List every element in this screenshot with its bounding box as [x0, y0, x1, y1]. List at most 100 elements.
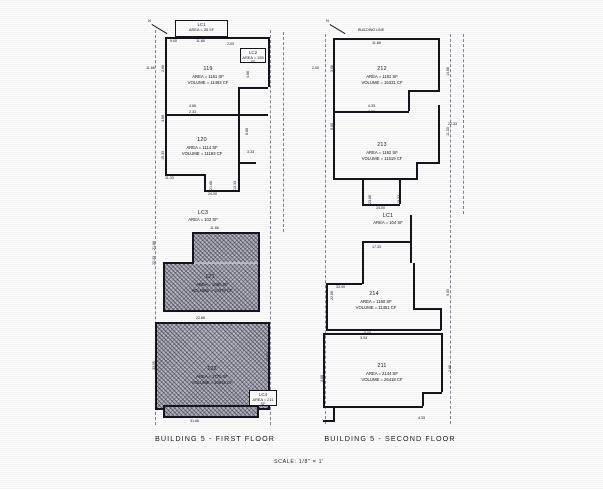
wall-119-right-lower: [238, 87, 240, 114]
north-leader-first: [151, 24, 168, 35]
closet-number: LC1: [197, 22, 206, 27]
dim-second-14: 22.66: [330, 290, 334, 300]
room-number-119: 119: [203, 66, 213, 72]
wall-119-left: [165, 37, 167, 114]
room-121-shape-main: [163, 262, 260, 312]
dim-second-10: 23.66: [368, 194, 372, 204]
wall-120-right: [238, 114, 240, 162]
wall-119-step: [238, 87, 268, 89]
wall-119-top: [165, 37, 270, 39]
closet-lc4-first: LC4 AREA = 211 SF: [249, 390, 277, 406]
dim-second-9: 22.33: [448, 122, 458, 126]
room-volume-213: VOLUME = 11519 CF: [361, 156, 403, 161]
closet-number: LC1: [382, 213, 394, 219]
wall-120-bottom: [165, 174, 205, 176]
dim-second-21: 4.33: [418, 416, 425, 420]
first-floor-title: BUILDING 5 - FIRST FLOOR: [154, 434, 276, 443]
dim-second-20: 2.66: [448, 365, 452, 372]
room-number-121: 121: [205, 274, 215, 280]
dim-second-12: 24.00: [376, 206, 386, 210]
wall-214-top: [326, 283, 362, 285]
wall-120-bottom-step: [204, 190, 240, 192]
room-121-shape-upper: [192, 232, 260, 264]
closet-area: AREA = 35 SF: [188, 26, 215, 32]
room-number-213: 213: [377, 142, 387, 148]
dim-first-9: 4.66: [189, 104, 196, 108]
building-line-note: BUILDING LINE: [358, 28, 385, 32]
wall-119-bottom: [165, 114, 268, 116]
dim-first-1: 9.00: [170, 39, 177, 43]
grid-line-right-2: [450, 34, 451, 424]
dim-first-20: 22.66: [196, 316, 206, 320]
dim-first-22: 6.00: [266, 353, 270, 360]
dim-second-5: 5.00: [330, 123, 334, 130]
room-number-122: 122: [207, 366, 217, 372]
wall-213-left: [333, 111, 335, 178]
wall-213-right-step: [416, 162, 440, 164]
room-area-213: AREA = 1162 SF: [366, 150, 398, 155]
room-area-120: AREA = 1114 SF: [186, 145, 218, 150]
room-area-121: AREA = 1085 SF: [196, 282, 228, 287]
room-volume-122: VOLUME = 20919 CF: [191, 380, 233, 385]
wall-212-step: [408, 90, 440, 92]
dim-second-3: 2.00: [312, 66, 319, 70]
wall-120-notch: [238, 162, 256, 164]
dim-second-13: 17.33: [372, 245, 382, 249]
closet-lc1-first: LC1 AREA = 35 SF: [175, 20, 228, 37]
dim-second-15: 33.00: [336, 285, 346, 289]
dim-first-6: 4.66: [246, 71, 250, 78]
wall-120-step-left: [204, 174, 206, 190]
room-volume-211: VOLUME = 26418 CF: [361, 377, 403, 382]
dim-first-13: 11.33: [165, 176, 174, 180]
dim-first-5: 11.66: [146, 66, 155, 70]
room-volume-120: VOLUME = 11193 CF: [181, 151, 223, 156]
wall-212-bottom: [333, 111, 409, 113]
north-mark-first: N: [148, 18, 151, 23]
closet-lc2-first: LC2 AREA = 155 SF: [240, 48, 266, 65]
second-floor-plan: N BUILDING LINE 212 AREA = 1181 SF VOLUM…: [300, 0, 603, 460]
dim-first-7: 3.66: [161, 115, 165, 122]
dim-second-19: 4.66: [320, 375, 324, 382]
wall-212-step-v: [408, 90, 410, 111]
wall-211-right-step-v: [422, 392, 424, 406]
dim-second-4: 14.66: [446, 66, 450, 76]
dim-second-7: 2.33: [368, 110, 375, 114]
wall-121-merge: [194, 262, 258, 264]
wall-lc1-bottom: [362, 241, 410, 243]
closet-area: AREA = 104 SF: [373, 220, 403, 226]
wall-214-top-left-v: [362, 263, 364, 284]
wall-213-drop-bottom: [362, 204, 400, 206]
wall-120-step-right: [238, 162, 240, 190]
dim-first-16: 24.00: [208, 192, 218, 196]
dim-second-2: 3.66: [330, 65, 334, 72]
wall-214-right-drop: [440, 308, 442, 330]
dim-first-10: 2.33: [189, 110, 196, 114]
first-floor-plan: N LC1 AREA = 35 SF LC2 AREA = 155 SF 119…: [0, 0, 300, 460]
wall-213-right-step-v: [416, 162, 418, 178]
dim-second-8: 11.33: [446, 127, 450, 136]
dim-first-14: 21.66: [209, 180, 213, 190]
wall-120-left: [165, 114, 167, 174]
room-volume-212: VOLUME = 15331 CF: [361, 80, 403, 85]
grid-line-right: [270, 30, 271, 425]
wall-212-left: [333, 38, 335, 111]
room-area-119: AREA = 1151 SF: [192, 74, 224, 79]
second-floor-title: BUILDING 5 - SECOND FLOOR: [324, 434, 456, 443]
wall-213-bottom: [333, 178, 418, 180]
closet-number: LC3: [197, 210, 209, 216]
dim-second-6: 4.33: [368, 104, 375, 108]
room-area-211: AREA = 2144 SF: [366, 371, 398, 376]
grid-line-far-right-2: [463, 34, 464, 214]
dim-second-11: 13.33: [397, 194, 401, 204]
room-122-notch: [163, 405, 259, 418]
dim-first-8: 15.33: [161, 150, 165, 160]
dim-second-1: 11.66: [372, 41, 381, 45]
room-number-120: 120: [197, 137, 207, 143]
closet-area: AREA = 211 SF: [252, 396, 274, 407]
scale-note: SCALE: 1/8" = 1': [274, 459, 324, 465]
dim-second-18: 3.33: [360, 336, 367, 340]
room-area-212: AREA = 1181 SF: [366, 74, 398, 79]
wall-211-left-drop: [333, 406, 335, 420]
closet-area: AREA = 155 SF: [242, 54, 264, 65]
grid-line-left: [155, 30, 156, 425]
